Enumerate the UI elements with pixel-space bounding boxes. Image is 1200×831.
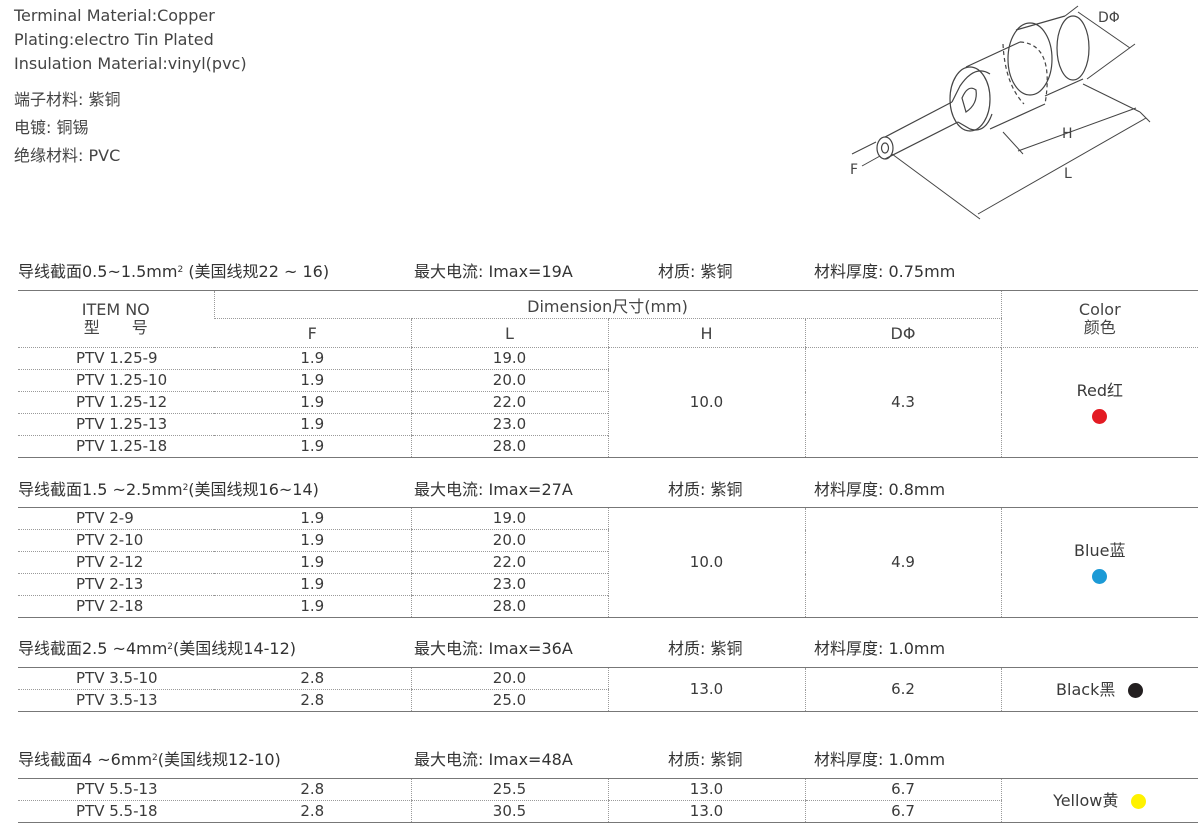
- section-1-current: 最大电流: Imax=19A: [414, 262, 573, 281]
- terminal-diagram: DΦ H L F: [850, 5, 1151, 220]
- color-label: Black黑: [1056, 680, 1116, 699]
- section-2-color: Blue蓝: [1000, 507, 1198, 618]
- spec-terminal-material: Terminal Material:Copper: [14, 6, 215, 25]
- header-l: L: [410, 318, 608, 348]
- section-3-h: 13.0: [607, 667, 805, 712]
- header-dimension: Dimension尺寸(mm): [213, 290, 1002, 319]
- section-1-d: 4.3: [804, 347, 1002, 458]
- red-dot-icon: [1092, 408, 1108, 424]
- section-1-color: Red红: [1000, 347, 1199, 458]
- section-1-wire: 导线截面0.5~1.5mm: [18, 262, 178, 281]
- header-h: H: [607, 318, 805, 348]
- section-3-color: Black黑: [1000, 667, 1198, 712]
- yellow-dot-icon: [1131, 794, 1147, 809]
- section-3-d: 6.2: [804, 667, 1001, 712]
- section-1-thickness: 材料厚度: 0.75mm: [814, 262, 956, 281]
- sleeve-rear: [1056, 15, 1090, 81]
- section-1-material: 材质: 紫铜: [658, 262, 733, 281]
- spec-cn-terminal: 端子材料: 紫铜: [14, 90, 121, 109]
- blue-dot-icon: [1092, 568, 1108, 584]
- diagram-label-l: L: [1064, 166, 1072, 182]
- section-2-d: 4.9: [804, 507, 1001, 618]
- header-d: DΦ: [804, 318, 1002, 348]
- color-label: Red红: [1076, 380, 1123, 400]
- sleeve-front: [949, 66, 991, 132]
- color-label: Blue蓝: [1074, 540, 1126, 560]
- spec-cn-plating: 电镀: 铜锡: [14, 118, 89, 137]
- section-1-sup: 2: [177, 265, 184, 275]
- diagram-label-d: DΦ: [1098, 10, 1120, 26]
- section-4-color: Yellow黄: [1000, 778, 1198, 823]
- section-2-h: 10.0: [607, 507, 805, 618]
- header-f: F: [214, 318, 411, 348]
- diagram-label-h: H: [1062, 126, 1073, 142]
- spec-insulation: Insulation Material:vinyl(pvc): [14, 54, 247, 73]
- section-1-h: 10.0: [607, 347, 805, 458]
- spec-cn-insulation: 绝缘材料: PVC: [14, 146, 121, 165]
- black-dot-icon: [1128, 683, 1144, 698]
- spec-plating: Plating:electro Tin Plated: [14, 30, 214, 49]
- diagram-label-f: F: [850, 162, 858, 178]
- color-label: Yellow黄: [1053, 791, 1119, 810]
- section-1-awg: (美国线规22 ~ 16): [188, 262, 330, 281]
